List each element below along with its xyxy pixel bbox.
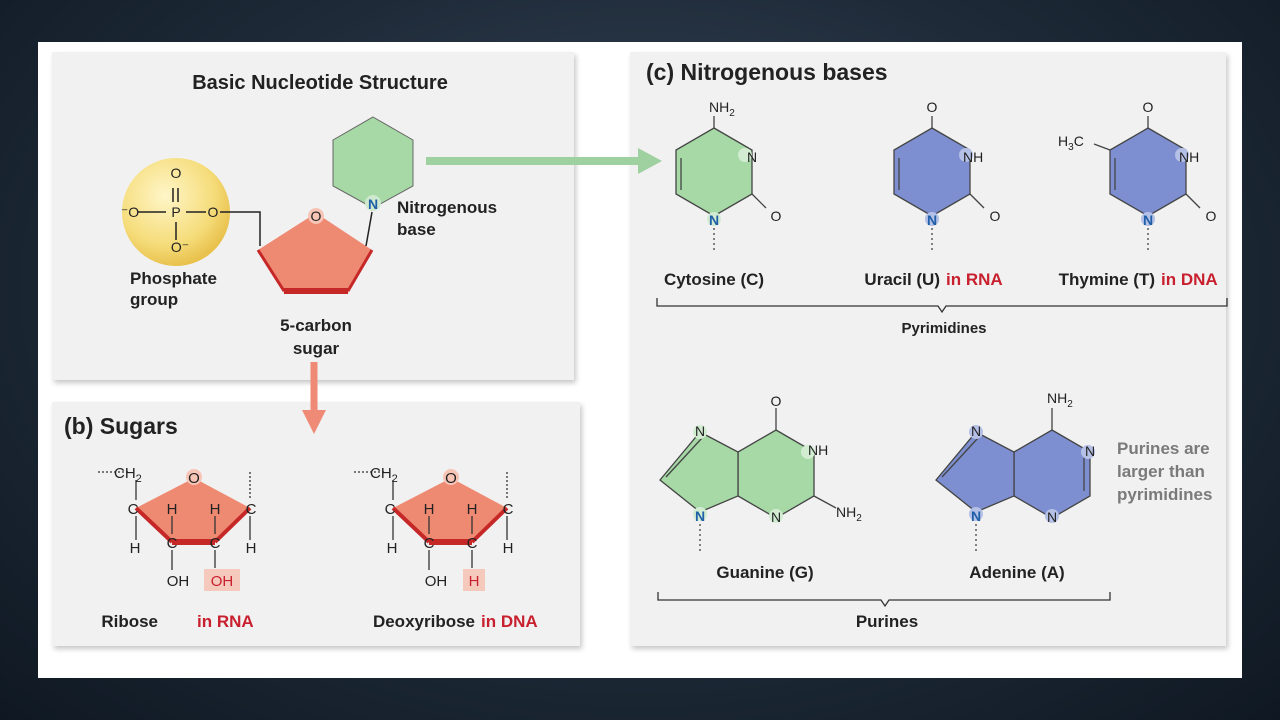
phosphate-sphere xyxy=(122,158,230,266)
phosphate-bonds xyxy=(138,188,254,240)
thymine-h3c: H3C xyxy=(1058,133,1084,153)
adenine-n1: N xyxy=(1085,443,1095,459)
base-hexagon xyxy=(332,116,414,209)
arrow-to-sugars-head xyxy=(302,410,326,434)
nucleotide-title: Basic Nucleotide Structure xyxy=(192,72,448,94)
guanine-structure xyxy=(659,408,837,552)
cytosine-o: O xyxy=(771,208,782,224)
purines-brace xyxy=(657,592,1111,608)
ribose-oh-highlight: OH xyxy=(211,573,234,590)
purines-note-2: larger than xyxy=(1117,462,1205,481)
deoxyribose-ch2: CH2 xyxy=(370,465,398,485)
cytosine-n3: N xyxy=(747,149,757,165)
adenine-structure xyxy=(935,408,1095,552)
guanine-nh2: NH2 xyxy=(836,504,862,524)
ribose-structure xyxy=(98,469,252,591)
adenine-n9: N xyxy=(971,508,981,524)
deoxyribose-oh: OH xyxy=(425,573,448,590)
deoxyribose-c2: C xyxy=(424,535,435,552)
phosphate-o-bottom: O⁻ xyxy=(171,239,189,255)
phosphate-p-atom: P xyxy=(171,204,180,220)
ribose-name: Ribose xyxy=(101,612,158,631)
deoxyribose-h-highlight: H xyxy=(469,573,480,590)
uracil-structure xyxy=(893,116,985,252)
ribose-h3: H xyxy=(130,540,141,557)
ribose-h1: H xyxy=(167,501,178,518)
sugar-ring-o: O xyxy=(311,208,322,224)
ribose-c1: C xyxy=(128,501,139,518)
phosphate-label-1: Phosphate xyxy=(130,269,217,288)
sugar-pentagon xyxy=(258,213,372,293)
uracil-o: O xyxy=(990,208,1001,224)
guanine-n3: N xyxy=(771,509,781,525)
ribose-ch2: CH2 xyxy=(114,465,142,485)
ribose-oh: OH xyxy=(167,573,190,590)
phosphate-o-right: O xyxy=(208,204,219,220)
sugars-title: (b) Sugars xyxy=(64,413,178,439)
pyrimidines-label: Pyrimidines xyxy=(901,320,986,337)
sugar-label-2: sugar xyxy=(293,339,340,358)
base-n-atom: N xyxy=(368,196,378,212)
deoxyribose-h3: H xyxy=(387,540,398,557)
phosphate-sugar-bond xyxy=(254,211,261,246)
thymine-suffix: in DNA xyxy=(1161,270,1218,289)
guanine-n7: N xyxy=(695,423,705,439)
uracil-name: Uracil (U) xyxy=(864,270,940,289)
adenine-n7: N xyxy=(971,423,981,439)
thymine-name: Thymine (T) xyxy=(1059,270,1155,289)
sugar-label-1: 5-carbon xyxy=(280,316,352,335)
ribose-suffix: in RNA xyxy=(197,612,254,631)
thymine-nh: NH xyxy=(1179,149,1199,165)
deoxyribose-structure xyxy=(354,469,509,591)
guanine-o: O xyxy=(771,393,782,409)
thymine-o: O xyxy=(1206,208,1217,224)
ribose-ring-o: O xyxy=(188,470,200,487)
deoxyribose-h4: H xyxy=(503,540,514,557)
purines-note-3: pyrimidines xyxy=(1117,485,1212,504)
cytosine-n1: N xyxy=(709,212,719,228)
purines-note-1: Purines are xyxy=(1117,439,1210,458)
adenine-nh2: NH2 xyxy=(1047,390,1073,410)
arrow-to-bases-head xyxy=(638,148,662,174)
thymine-o-top: O xyxy=(1143,99,1154,115)
deoxyribose-ring-o: O xyxy=(445,470,457,487)
uracil-n1: N xyxy=(927,212,937,228)
cytosine-structure xyxy=(675,116,767,252)
uracil-nh: NH xyxy=(963,149,983,165)
ribose-c2: C xyxy=(167,535,178,552)
ribose-h4: H xyxy=(246,540,257,557)
adenine-n3: N xyxy=(1047,509,1057,525)
phosphate-o-left: ⁻O xyxy=(121,204,139,220)
guanine-name: Guanine (G) xyxy=(716,563,813,582)
uracil-o-top: O xyxy=(927,99,938,115)
deoxyribose-suffix: in DNA xyxy=(481,612,538,631)
ribose-c4: C xyxy=(246,501,257,518)
deoxyribose-c4: C xyxy=(503,501,514,518)
pyrimidines-brace xyxy=(656,298,1228,314)
bases-title: (c) Nitrogenous bases xyxy=(646,59,888,85)
phosphate-label-2: group xyxy=(130,290,178,309)
thymine-structure xyxy=(1093,116,1201,252)
ribose-h2: H xyxy=(210,501,221,518)
deoxyribose-c3: C xyxy=(467,535,478,552)
adenine-name: Adenine (A) xyxy=(969,563,1064,582)
deoxyribose-h2: H xyxy=(467,501,478,518)
deoxyribose-h1: H xyxy=(424,501,435,518)
uracil-suffix: in RNA xyxy=(946,270,1003,289)
deoxyribose-name: Deoxyribose xyxy=(373,612,475,631)
purines-label: Purines xyxy=(856,612,918,631)
base-label-2: base xyxy=(397,220,436,239)
base-label-1: Nitrogenous xyxy=(397,198,497,217)
cytosine-nh2: NH2 xyxy=(709,99,735,119)
ribose-c3: C xyxy=(210,535,221,552)
phosphate-o-top: O xyxy=(171,165,182,181)
cytosine-name: Cytosine (C) xyxy=(664,270,764,289)
deoxyribose-c1: C xyxy=(385,501,396,518)
thymine-n1: N xyxy=(1143,212,1153,228)
guanine-n9: N xyxy=(695,508,705,524)
guanine-nh: NH xyxy=(808,442,828,458)
